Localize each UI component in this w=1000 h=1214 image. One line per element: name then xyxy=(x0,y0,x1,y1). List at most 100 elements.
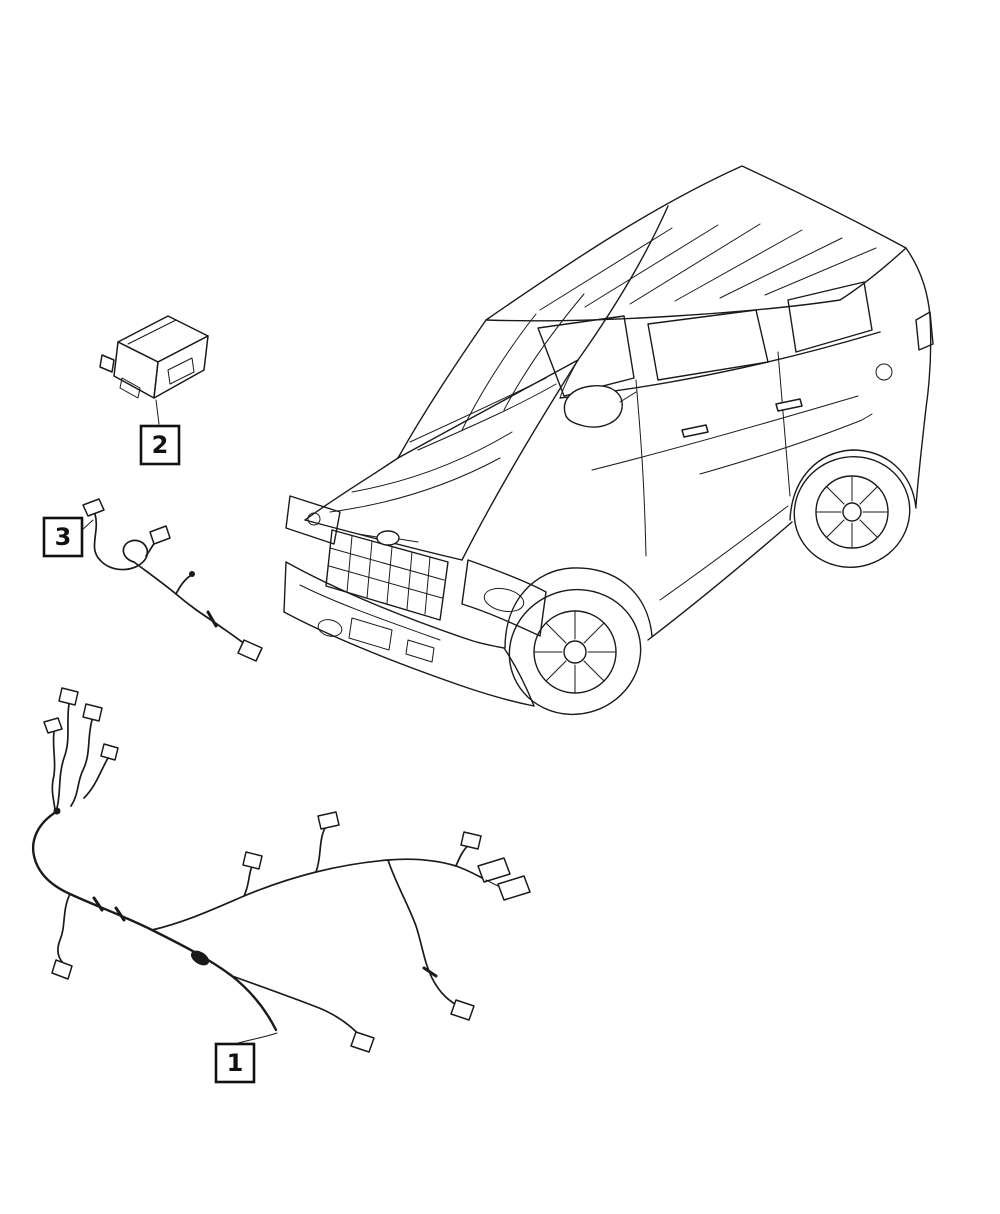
headlamp-near xyxy=(285,495,341,545)
callout-3[interactable]: 3 xyxy=(42,516,84,558)
front-fender-arch xyxy=(504,567,653,649)
connector xyxy=(317,811,340,830)
callout-label-2: 2 xyxy=(152,431,169,459)
front-tire xyxy=(508,588,642,716)
grille-slat xyxy=(424,556,431,615)
hood-right-edge xyxy=(461,359,579,561)
connector xyxy=(477,857,511,883)
harness-trunk xyxy=(31,810,278,1032)
front-spokes xyxy=(533,610,617,694)
headlamps xyxy=(285,495,547,637)
fuel-door xyxy=(875,363,893,381)
rear-rim xyxy=(815,475,889,549)
door-handle xyxy=(681,424,709,438)
hood-crease xyxy=(329,457,501,513)
grille-slat xyxy=(386,546,393,604)
brand-badge-icon xyxy=(376,530,400,546)
rocker-line xyxy=(647,521,793,641)
cowl-to-belt xyxy=(559,359,579,399)
callout-leader-2 xyxy=(155,399,160,425)
connector-link xyxy=(485,879,499,887)
module-tab xyxy=(119,377,141,399)
harness-tape xyxy=(422,966,438,978)
a-pillar-far xyxy=(577,205,669,361)
headlamp-far xyxy=(461,559,547,637)
wire-branch xyxy=(175,575,191,595)
vehicle-illustration xyxy=(283,165,934,716)
air-dam-slot xyxy=(299,584,441,641)
taillamp xyxy=(915,311,934,351)
front-door-window xyxy=(537,315,635,397)
connector xyxy=(497,875,531,901)
quarter-window xyxy=(787,281,873,353)
connector xyxy=(82,703,103,722)
a-pillar-near xyxy=(397,319,487,459)
rear-wheel xyxy=(789,449,917,568)
rear-tire xyxy=(793,456,911,568)
connector xyxy=(460,831,482,850)
grille-bar xyxy=(328,565,443,599)
callout-box-2[interactable] xyxy=(139,424,181,466)
sliding-door-window xyxy=(647,309,769,381)
module-side-face xyxy=(153,335,209,399)
roof xyxy=(485,165,907,322)
wire-run xyxy=(56,703,70,809)
rear-spokes xyxy=(816,476,888,548)
clip xyxy=(189,571,195,577)
rear-hub xyxy=(842,502,862,522)
wire-branch xyxy=(151,858,487,931)
rear-edge xyxy=(905,247,932,507)
callout-box-1[interactable] xyxy=(214,1042,256,1084)
roof-outline xyxy=(485,165,907,322)
mirror-arm xyxy=(619,391,637,403)
license-recess xyxy=(348,617,393,651)
callout-label-1: 1 xyxy=(227,1049,244,1077)
callout-box-3[interactable] xyxy=(42,516,84,558)
callout-2[interactable]: 2 xyxy=(139,424,181,466)
bumper-step xyxy=(405,639,435,663)
bumper-top-edge xyxy=(285,561,505,649)
hood xyxy=(304,359,579,561)
wire-branch xyxy=(57,893,71,965)
lower-door-line xyxy=(659,505,789,601)
callout-label-3: 3 xyxy=(55,523,72,551)
callout-leader-3 xyxy=(81,519,94,531)
callout-leader-1 xyxy=(234,1032,278,1045)
harness-tape xyxy=(206,610,218,628)
roof-rib xyxy=(719,237,843,299)
hood-left-edge xyxy=(304,457,399,521)
headlamp-far-bulb xyxy=(483,587,525,613)
connector xyxy=(51,959,73,980)
connector xyxy=(237,639,263,662)
badge-wing xyxy=(398,538,419,543)
wiper-line xyxy=(409,377,547,443)
module-top-detail xyxy=(127,319,177,345)
roof-rib xyxy=(764,247,877,296)
wire-run xyxy=(70,719,93,807)
body-side xyxy=(591,247,934,641)
connector xyxy=(149,525,171,545)
grille-bar xyxy=(329,547,445,581)
roof-rib xyxy=(539,227,673,311)
part-1-front-end-harness xyxy=(31,687,531,1053)
module-connector-port xyxy=(167,357,195,385)
front-hub xyxy=(563,640,587,664)
front-door-seam xyxy=(635,379,647,557)
connector xyxy=(100,743,119,761)
callout-1[interactable]: 1 xyxy=(214,1042,256,1084)
glass-streak xyxy=(503,293,585,411)
wire-branch xyxy=(231,975,365,1041)
roof-rib xyxy=(584,224,719,308)
wire-branch xyxy=(387,859,463,1009)
wire-run xyxy=(133,561,251,649)
grille xyxy=(325,529,449,621)
mirror-housing xyxy=(563,385,623,428)
connector xyxy=(350,1031,375,1053)
part-3-jumper-wiring xyxy=(81,498,263,662)
bumper-bottom-edge xyxy=(283,611,535,707)
grommet xyxy=(190,950,210,966)
rear-fender-arch xyxy=(789,449,917,521)
body-crease xyxy=(591,395,859,471)
